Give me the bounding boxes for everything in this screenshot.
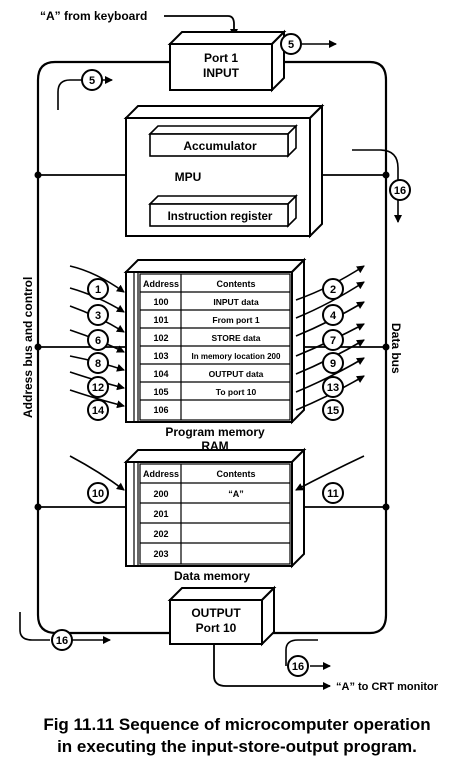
pm-row-contents: In memory location 200 [192, 352, 281, 361]
accumulator-label: Accumulator [183, 139, 257, 153]
data-memory-box [123, 447, 307, 569]
output-port-label: OUTPUT [191, 606, 241, 620]
instruction-register-label: Instruction register [168, 211, 273, 223]
program-memory-box [123, 257, 307, 425]
step-9-badge: 9 [330, 358, 336, 370]
step-16-badge: 16 [394, 185, 406, 197]
step-7-badge: 7 [330, 335, 336, 347]
data-memory-caption: Data memory [174, 569, 250, 583]
pm-row-contents: STORE data [212, 333, 261, 343]
step-3-badge: 3 [95, 310, 101, 322]
step-badges [51, 33, 411, 677]
step-2-badge: 2 [330, 284, 336, 296]
crt-output-label: “A” to CRT monitor [336, 681, 439, 693]
figure-caption: Fig 11.11 Sequence of microcomputer oper… [0, 714, 474, 758]
step-5-badge: 5 [89, 75, 95, 87]
step-4-badge: 4 [330, 310, 337, 322]
keyboard-input-label: “A” from keyboard [40, 9, 147, 23]
caption-line-1: Fig 11.11 Sequence of microcomputer oper… [43, 715, 431, 734]
pm-row-contents: To port 10 [216, 387, 257, 397]
step-15-badge: 15 [327, 405, 339, 417]
dm-header-contents: Contents [217, 469, 256, 479]
pm-row-address: 101 [153, 315, 168, 325]
pm-row-address: 106 [153, 405, 168, 415]
pm-row-contents: From port 1 [212, 315, 259, 325]
step-11-badge: 11 [327, 488, 339, 500]
pm-row-address: 103 [153, 351, 168, 361]
address-bus-label: Address bus and control [21, 277, 35, 418]
program-memory-caption: Program memory [165, 425, 265, 439]
step-14-badge: 14 [92, 405, 105, 417]
pm-row-contents: INPUT data [213, 297, 259, 307]
port1-sublabel: INPUT [203, 66, 240, 80]
dm-row-address: 200 [153, 489, 168, 499]
output-port-box [167, 585, 277, 647]
step-10-badge: 10 [92, 488, 104, 500]
step-6-badge: 6 [95, 335, 101, 347]
step-5-badge: 5 [288, 39, 294, 51]
dm-row-address: 203 [153, 549, 168, 559]
output-port-sublabel: Port 10 [196, 621, 237, 635]
step-16-badge: 16 [56, 635, 68, 647]
accumulator-box [148, 124, 298, 158]
mpu-label: MPU [175, 170, 202, 184]
port1-box [167, 29, 287, 93]
data-memory-table [139, 463, 291, 565]
step-12-badge: 12 [92, 382, 104, 394]
dm-row-contents: “A” [228, 489, 244, 499]
data-bus-label: Data bus [389, 323, 403, 374]
pm-row-address: 100 [153, 297, 168, 307]
port1-label: Port 1 [204, 51, 238, 65]
dm-header-address: Address [143, 469, 179, 479]
pm-row-address: 105 [153, 387, 168, 397]
step-13-badge: 13 [327, 382, 339, 394]
step-1-badge: 1 [95, 284, 101, 296]
instruction-register-box [148, 194, 298, 228]
pm-row-contents: OUTPUT data [209, 369, 264, 379]
dm-row-address: 202 [153, 529, 168, 539]
pm-row-address: 102 [153, 333, 168, 343]
step-8-badge: 8 [95, 358, 101, 370]
dm-row-address: 201 [153, 509, 168, 519]
pm-header-address: Address [143, 279, 179, 289]
step-16-badge: 16 [292, 661, 304, 673]
caption-line-2: in executing the input-store-output prog… [57, 737, 417, 756]
program-memory-table [139, 273, 291, 421]
pm-header-contents: Contents [217, 279, 256, 289]
pm-row-address: 104 [153, 369, 168, 379]
crt-output-arrow [213, 644, 331, 690]
keyboard-arrow [164, 15, 238, 37]
